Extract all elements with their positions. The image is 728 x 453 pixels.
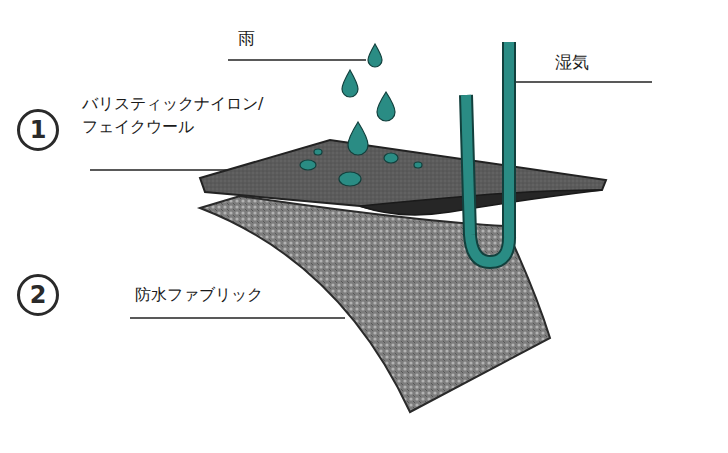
layer-label: バリスティックナイロン/ フェイクウール xyxy=(82,92,287,138)
nylon-layer xyxy=(200,140,606,212)
rain-drops xyxy=(300,44,422,186)
rain-label: 雨 xyxy=(238,26,255,51)
leader-line xyxy=(90,169,238,171)
callout-circle: 2 xyxy=(17,274,59,316)
leader-line xyxy=(130,317,345,319)
callout-number: 2 xyxy=(30,283,47,307)
callout-circle: 1 xyxy=(17,109,59,151)
leader-line xyxy=(228,59,366,61)
moisture-label: 湿気 xyxy=(555,50,589,75)
moisture-arrow xyxy=(466,42,509,262)
layer-label: 防水ファブリック xyxy=(135,283,263,306)
layer-curl xyxy=(360,190,602,215)
leader-line xyxy=(515,81,652,83)
callout-number: 1 xyxy=(30,118,47,142)
